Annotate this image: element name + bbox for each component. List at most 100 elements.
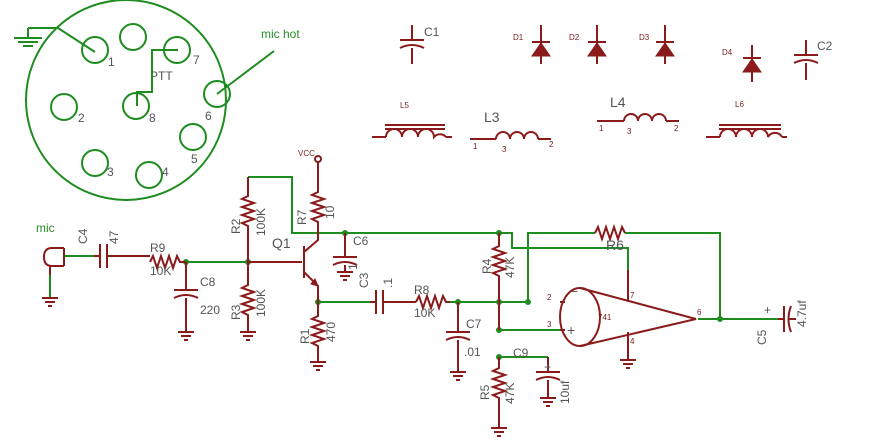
svg-text:R1: R1 xyxy=(298,328,312,344)
part-d2: D2 xyxy=(569,25,607,64)
svg-text:R8: R8 xyxy=(414,283,430,297)
svg-text:4.7uf: 4.7uf xyxy=(795,300,809,327)
svg-text:D1: D1 xyxy=(513,33,524,42)
vcc-label: VCC xyxy=(298,149,315,158)
pin-label-7: 7 xyxy=(193,53,200,67)
pin-label-3: 3 xyxy=(107,165,114,179)
junction xyxy=(717,316,723,322)
svg-text:100K: 100K xyxy=(254,208,268,236)
svg-text:100K: 100K xyxy=(254,289,268,317)
svg-text:C9: C9 xyxy=(513,346,529,360)
svg-text:4: 4 xyxy=(630,337,635,346)
svg-text:3: 3 xyxy=(547,320,552,329)
svg-text:L5: L5 xyxy=(400,101,409,110)
svg-text:L3: L3 xyxy=(484,109,500,125)
mic-symbol: mic xyxy=(36,221,65,307)
svg-text:R6: R6 xyxy=(606,237,624,253)
resistor-r6: R6 xyxy=(594,223,626,253)
svg-text:10: 10 xyxy=(323,205,337,219)
resistor-r1: R1 470 xyxy=(298,302,338,371)
svg-text:C5: C5 xyxy=(755,329,769,345)
circuit-wires xyxy=(49,176,778,360)
part-c1: C1 xyxy=(399,25,440,64)
connector-pin-2 xyxy=(50,93,78,121)
svg-text:R4: R4 xyxy=(480,258,494,274)
capacitor-c4: C4 47 xyxy=(76,228,150,268)
capacitor-c3: C3 .1 xyxy=(357,272,416,314)
svg-text:10K: 10K xyxy=(150,264,171,278)
resistor-r3: R3 100K xyxy=(229,262,268,341)
svg-text:6: 6 xyxy=(697,308,702,317)
svg-text:47K: 47K xyxy=(503,257,517,278)
svg-text:L6: L6 xyxy=(735,100,744,109)
mic-hot-wire xyxy=(216,50,275,95)
opamp-plus: + xyxy=(567,322,575,338)
svg-text:C2: C2 xyxy=(817,39,833,53)
opamp-741: − + 741 2 3 7 4 6 xyxy=(547,270,702,369)
svg-text:R9: R9 xyxy=(150,241,166,255)
svg-text:1: 1 xyxy=(346,263,360,270)
svg-text:2: 2 xyxy=(547,293,552,302)
connector-pin-4 xyxy=(135,161,163,189)
svg-text:D3: D3 xyxy=(639,33,650,42)
svg-text:C1: C1 xyxy=(424,25,440,39)
part-l5: L5 xyxy=(372,101,452,140)
ptt-label: PTT xyxy=(150,69,173,83)
svg-text:1: 1 xyxy=(473,142,478,151)
pin-label-8: 8 xyxy=(149,111,156,125)
svg-text:R7: R7 xyxy=(295,209,309,225)
svg-text:R5: R5 xyxy=(478,384,492,400)
connector-body xyxy=(25,0,227,201)
svg-text:3: 3 xyxy=(502,145,507,154)
svg-text:1: 1 xyxy=(599,124,604,133)
svg-text:3: 3 xyxy=(627,127,632,136)
parts-palette: C1 D1 D2 D3 D4 C2 xyxy=(372,25,833,154)
resistor-r2: R2 100K xyxy=(229,177,268,262)
transistor-q1: Q1 xyxy=(248,233,319,302)
svg-text:C3: C3 xyxy=(357,272,371,288)
connector-pin-5 xyxy=(179,123,207,151)
capacitor-c9: C9 + 10uf xyxy=(513,346,572,407)
resistor-r4: R4 47K xyxy=(480,233,517,330)
mic-label: mic xyxy=(36,221,55,235)
svg-text:+: + xyxy=(544,360,551,374)
svg-text:2: 2 xyxy=(549,140,554,149)
resistor-r7: VCC R7 10 xyxy=(295,149,337,233)
svg-text:L4: L4 xyxy=(610,94,626,110)
mic-hot-label: mic hot xyxy=(261,27,300,41)
part-l6: L6 xyxy=(706,100,787,141)
svg-text:C7: C7 xyxy=(466,317,482,331)
pin-1-ground-wire xyxy=(28,27,96,53)
svg-text:C6: C6 xyxy=(353,234,369,248)
svg-text:R2: R2 xyxy=(229,218,243,234)
connector-ground-symbol xyxy=(14,28,42,47)
svg-text:10uf: 10uf xyxy=(558,380,572,404)
capacitor-c5: + C5 4.7uf xyxy=(755,300,809,345)
pin-label-4: 4 xyxy=(162,165,169,179)
opamp-model: 741 xyxy=(598,313,612,322)
mic-connector: 1 2 3 4 5 6 7 8 PTT mic hot xyxy=(14,0,300,201)
svg-text:47K: 47K xyxy=(503,383,517,404)
connector-pin-1 xyxy=(81,36,109,64)
part-l4: L4 1 3 2 xyxy=(597,94,679,136)
resistor-r5: R5 47K xyxy=(478,357,517,437)
svg-text:Q1: Q1 xyxy=(272,235,291,251)
part-d3: D3 xyxy=(639,25,675,64)
opamp-minus: − xyxy=(570,283,578,299)
svg-text:470: 470 xyxy=(324,322,338,342)
svg-text:+: + xyxy=(764,303,771,317)
connector-pin-6 xyxy=(203,80,231,108)
svg-text:C4: C4 xyxy=(76,228,90,244)
resistor-r9: R9 10K xyxy=(149,241,186,278)
part-l3: L3 1 3 2 xyxy=(470,109,554,154)
capacitor-c6: C6 1 xyxy=(332,233,369,281)
svg-text:.1: .1 xyxy=(381,278,395,288)
svg-text:2: 2 xyxy=(674,124,679,133)
pin-label-1: 1 xyxy=(108,55,115,69)
pin-label-2: 2 xyxy=(78,111,85,125)
svg-text:10K: 10K xyxy=(414,306,435,320)
ptt-wire xyxy=(136,49,178,106)
svg-text:47: 47 xyxy=(107,230,121,244)
